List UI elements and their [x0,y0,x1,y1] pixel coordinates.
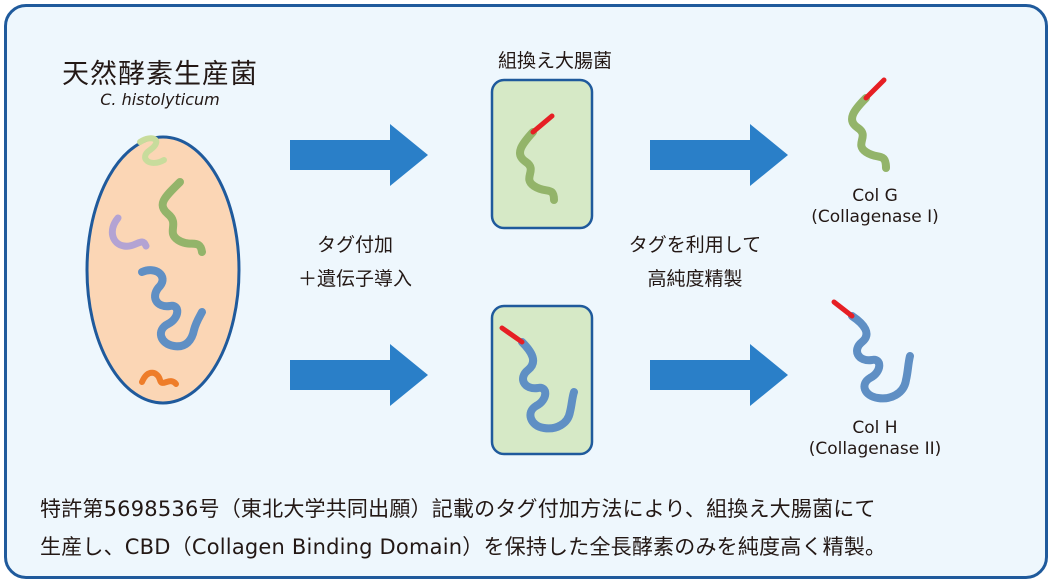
step-tagging-line2: ＋遺伝子導入 [297,268,412,290]
enzyme-purple [108,214,150,250]
arrow-bottom-right [650,344,788,406]
native-cell [85,135,241,405]
arrow-bottom-left [290,344,428,406]
ecoli-box-top [490,78,594,230]
step-purification-line2: 高純度精製 [647,268,743,290]
enzyme-light-green [137,135,167,166]
arrow-top-right [650,124,788,186]
footer-line-2: 生産し、CBD（Collagen Binding Domain）を保持した全長酵… [40,535,887,559]
enzyme-orange [139,369,179,387]
footer-line-1: 特許第5698536号（東北大学共同出願）記載のタグ付加方法により、組換え大腸菌… [40,497,876,521]
col-h-full: (Collagenase II) [808,439,942,459]
enzyme-green-product [848,94,890,172]
enzyme-green-native [158,178,206,256]
tag-green-product [863,77,887,101]
native-species-label: C. histolyticum [100,90,220,109]
step-purification-label: タグを利用して 高純度精製 [590,228,800,296]
col-h-name: Col H [852,418,898,438]
enzyme-blue-native [138,266,206,351]
product-col-g-label: Col G (Collagenase I) [780,186,970,228]
tag-blue-product [831,299,855,319]
col-g-name: Col G [852,186,898,206]
tag-green-ecoli [530,113,555,135]
native-producer-label: 天然酵素生産菌 [62,59,258,90]
enzyme-green-ecoli [516,128,558,204]
product-col-h-label: Col H (Collagenase II) [780,418,970,460]
arrow-top-left [290,124,428,186]
enzyme-blue-product [848,312,914,403]
tag-blue-ecoli [499,325,525,345]
enzyme-blue-ecoli [518,338,578,433]
col-g-full: (Collagenase I) [811,207,939,227]
recombinant-ecoli-label: 組換え大腸菌 [497,50,612,72]
step-purification-line1: タグを利用して [628,234,762,256]
ecoli-box-bottom [490,304,594,456]
step-tagging-label: タグ付加 ＋遺伝子導入 [250,228,460,296]
footer-description: 特許第5698536号（東北大学共同出願）記載のタグ付加方法により、組換え大腸菌… [40,490,1030,566]
step-tagging-line1: タグ付加 [316,234,393,256]
